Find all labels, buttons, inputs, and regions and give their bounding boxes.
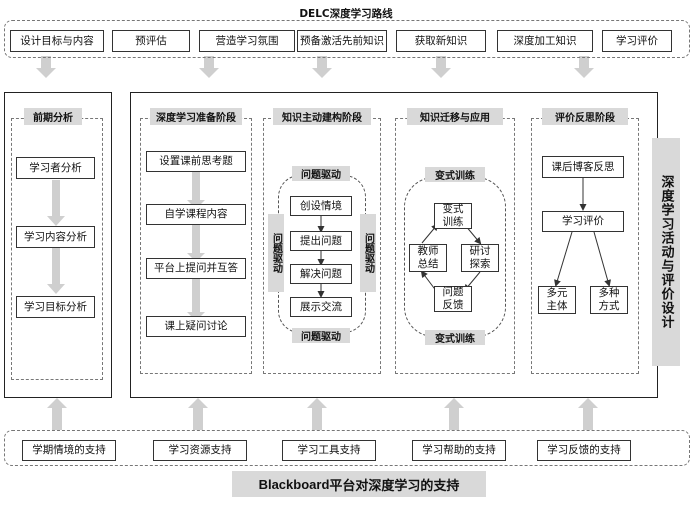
support-item-2: 学习资源支持 — [153, 440, 247, 461]
transfer-label-bottom: 变式训练 — [425, 330, 485, 345]
prep-item-4: 课上疑问讨论 — [146, 316, 246, 337]
cycle-variant-training: 变式 训练 — [434, 203, 472, 229]
support-item-5: 学习反馈的支持 — [537, 440, 631, 461]
eval-multi-subject: 多元 主体 — [538, 286, 576, 314]
transfer-label-top: 变式训练 — [425, 167, 485, 182]
drive-top: 问题驱动 — [292, 166, 350, 181]
support-arrow-2 — [188, 398, 208, 430]
transfer-title: 知识迁移与应用 — [407, 108, 503, 125]
route-container — [4, 20, 690, 58]
pre-analysis-title: 前期分析 — [24, 108, 82, 125]
route-step-2: 预评估 — [112, 30, 190, 52]
route-arrow-1 — [36, 56, 56, 78]
eval-multi-method: 多种 方式 — [590, 286, 628, 314]
route-arrow-5 — [574, 56, 594, 78]
support-arrow-1 — [47, 398, 67, 430]
eval-blog-reflection: 课后博客反思 — [542, 156, 624, 178]
route-arrow-4 — [431, 56, 451, 78]
prep-arrow-3 — [187, 279, 205, 321]
support-item-3: 学习工具支持 — [282, 440, 376, 461]
drive-right: 问题驱动 — [360, 214, 376, 292]
eval-title: 评价反思阶段 — [542, 108, 628, 125]
construct-item-4: 展示交流 — [290, 297, 352, 317]
route-step-7: 学习评价 — [602, 30, 672, 52]
route-arrow-3 — [312, 56, 332, 78]
content-analysis: 学习内容分析 — [16, 226, 95, 248]
prep-item-1: 设置课前思考题 — [146, 151, 246, 172]
eval-learning-evaluation: 学习评价 — [542, 211, 624, 232]
route-step-5: 获取新知识 — [396, 30, 486, 52]
goal-analysis: 学习目标分析 — [16, 296, 95, 318]
pre-arrow-2 — [47, 248, 65, 294]
route-step-6: 深度加工知识 — [497, 30, 593, 52]
support-item-1: 学期情境的支持 — [22, 440, 116, 461]
support-arrow-4 — [444, 398, 464, 430]
support-container — [4, 430, 690, 466]
construct-item-1: 创设情境 — [290, 196, 352, 216]
construct-title: 知识主动建构阶段 — [273, 108, 371, 125]
construct-item-3: 解决问题 — [290, 264, 352, 284]
prep-item-3: 平台上提问并互答 — [146, 258, 246, 279]
support-arrow-3 — [307, 398, 327, 430]
learner-analysis: 学习者分析 — [16, 157, 95, 179]
drive-bottom: 问题驱动 — [292, 328, 350, 343]
pre-arrow-1 — [47, 180, 65, 226]
cycle-feedback: 问题 反馈 — [434, 286, 472, 312]
route-title: DELC深度学习路线 — [299, 8, 393, 20]
bottom-title-bg — [232, 471, 486, 497]
prep-arrow-2 — [187, 225, 205, 262]
cycle-teacher-summary: 教师 总结 — [409, 244, 447, 272]
route-step-1: 设计目标与内容 — [10, 30, 104, 52]
side-label: 深度学习活动与评价设计 — [652, 138, 680, 366]
prep-arrow-1 — [187, 172, 205, 209]
pre-analysis-frame — [4, 92, 112, 398]
construct-item-2: 提出问题 — [290, 231, 352, 251]
cycle-discussion: 研讨 探索 — [461, 244, 499, 272]
route-step-4: 预备激活先前知识 — [297, 30, 387, 52]
prep-item-2: 自学课程内容 — [146, 204, 246, 225]
prep-title: 深度学习准备阶段 — [150, 108, 242, 125]
support-item-4: 学习帮助的支持 — [412, 440, 506, 461]
bottom-title-brand: Blackboard — [258, 476, 330, 492]
support-arrow-5 — [578, 398, 598, 430]
drive-left: 问题驱动 — [268, 214, 284, 292]
route-step-3: 营造学习氛围 — [199, 30, 295, 52]
route-arrow-2 — [199, 56, 219, 78]
bottom-title-text: 平台对深度学习的支持 — [329, 478, 460, 494]
